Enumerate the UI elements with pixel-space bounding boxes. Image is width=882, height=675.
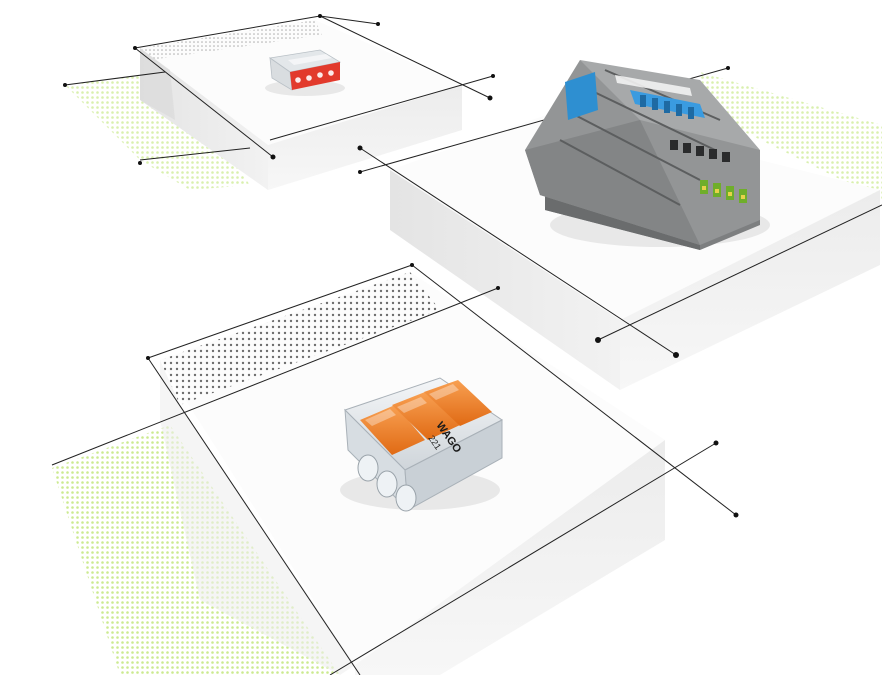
green-floor-pattern-right <box>700 72 882 200</box>
green-floor-pattern-left-top <box>65 72 250 190</box>
red-push-in-connector <box>265 49 345 96</box>
construction-lines <box>51 15 882 675</box>
orange-lever-connector: WAGO 221 <box>340 377 503 512</box>
gray-terminal-block <box>525 60 770 250</box>
construction-endpoints <box>63 14 739 518</box>
